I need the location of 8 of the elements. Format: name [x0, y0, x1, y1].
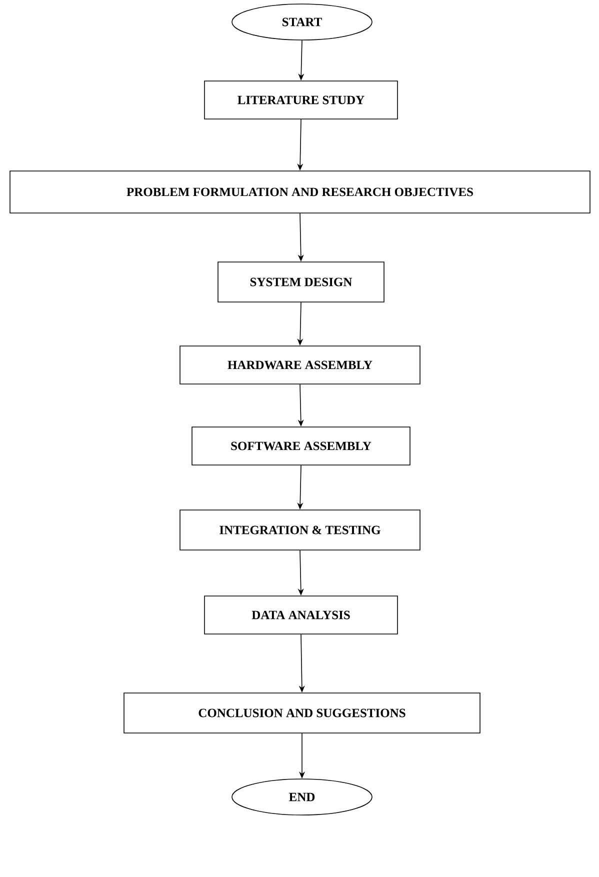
process-box: HARDWARE ASSEMBLY: [180, 346, 420, 384]
process-box: CONCLUSION AND SUGGESTIONS: [124, 692, 480, 734]
process-box: SYSTEM DESIGN: [218, 262, 384, 302]
process-box: DATA ANALYSIS: [204, 596, 398, 634]
process-box: INTEGRATION & TESTING: [180, 510, 420, 550]
process-box: SOFTWARE ASSEMBLY: [192, 426, 410, 466]
process-box: PROBLEM FORMULATION AND RESEARCH OBJECTIVES: [10, 170, 590, 214]
process-box: LITERATURE STUDY: [204, 80, 398, 120]
